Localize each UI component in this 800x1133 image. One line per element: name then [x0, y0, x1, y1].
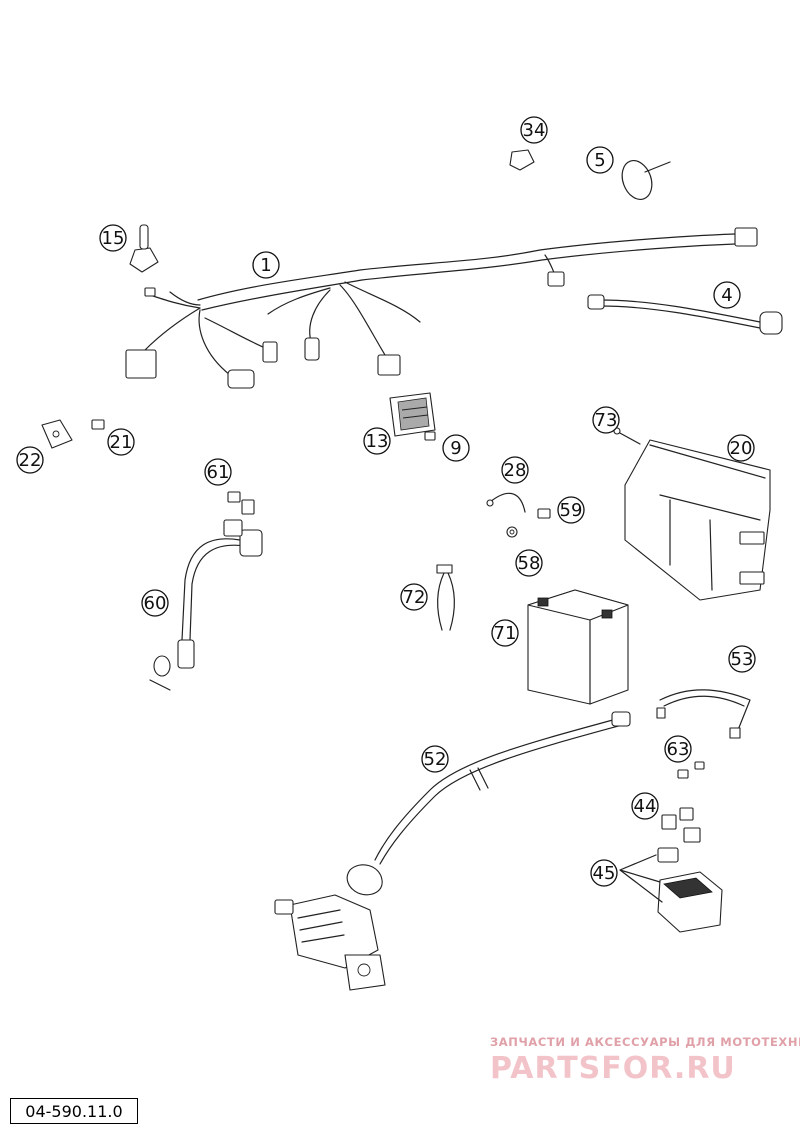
- cable-53-drawing: [656, 689, 751, 739]
- callout-circle: [631, 792, 659, 820]
- callout-circle: [515, 549, 543, 577]
- callout-label: 58: [518, 553, 541, 574]
- callout-label: 15: [102, 228, 125, 249]
- callout-circle: [501, 456, 529, 484]
- watermark-tagline: ЗАПЧАСТИ И АКСЕССУАРЫ ДЛЯ МОТОТЕХНИКИ: [490, 1035, 800, 1049]
- callout-label: 28: [504, 460, 527, 481]
- callout-circle: [491, 619, 519, 647]
- cable-tie-drawing: [621, 160, 671, 200]
- watermark: ЗАПЧАСТИ И АКСЕССУАРЫ ДЛЯ МОТОТЕХНИКИ PA…: [490, 1035, 800, 1086]
- starter-cable-drawing: [346, 711, 631, 896]
- cable-4-drawing: [587, 294, 783, 335]
- callout-circle: [252, 251, 280, 279]
- callout-label: 52: [424, 749, 447, 770]
- nut-drawing: [677, 761, 705, 779]
- callout-label: 1: [260, 255, 271, 276]
- callout-label: 20: [730, 438, 753, 459]
- callout-circle: [727, 434, 755, 462]
- callout-label: 21: [110, 432, 133, 453]
- clip-drawing: [509, 149, 535, 171]
- cable-60-drawing: [149, 491, 263, 691]
- callout-circle: [363, 427, 391, 455]
- wiring-harness-drawing: [125, 227, 758, 389]
- callout-circle: [592, 406, 620, 434]
- callout-circle: [107, 428, 135, 456]
- bracket-drawing: [41, 419, 105, 449]
- callout-label: 63: [667, 739, 690, 760]
- callout-label: 60: [144, 593, 167, 614]
- callout-circle: [713, 281, 741, 309]
- fuse-44-drawing: [661, 807, 701, 843]
- starter-motor-drawing: [274, 894, 386, 991]
- callout-label: 22: [19, 450, 42, 471]
- callout-label: 34: [523, 120, 546, 141]
- callout-circle: [141, 589, 169, 617]
- callout-label: 73: [595, 410, 618, 431]
- callout-circle: [99, 224, 127, 252]
- callout-label: 45: [593, 863, 616, 884]
- switch-drawing: [129, 224, 159, 273]
- callout-circle: [400, 583, 428, 611]
- callout-label: 72: [403, 587, 426, 608]
- callout-circle: [586, 146, 614, 174]
- strap-drawing: [436, 564, 455, 631]
- watermark-logo: PARTSFOR.RU: [490, 1051, 736, 1086]
- callout-circle: [664, 735, 692, 763]
- callout-label: 5: [594, 150, 605, 171]
- callout-circle: [442, 434, 470, 462]
- callout-circle: [557, 496, 585, 524]
- battery-holder-drawing: [613, 427, 771, 601]
- callout-circle: [421, 745, 449, 773]
- callout-label: 44: [634, 796, 657, 817]
- callout-circle: [728, 645, 756, 673]
- callout-circle: [520, 116, 548, 144]
- callout-label: 9: [450, 438, 461, 459]
- callout-label: 53: [731, 649, 754, 670]
- starter-relay-drawing: [619, 847, 723, 933]
- regulator-drawing: [389, 392, 436, 441]
- battery-drawing: [527, 589, 629, 705]
- callout-label: 13: [366, 431, 389, 452]
- callout-label: 4: [721, 285, 732, 306]
- document-code: 04-590.11.0: [10, 1098, 138, 1124]
- callout-circle: [590, 859, 618, 887]
- callout-circle: [204, 458, 232, 486]
- callout-label: 61: [207, 462, 230, 483]
- callout-labels: 34 5 15 1 4 22 21 13 9 73 20 61 28 59 58…: [16, 116, 756, 887]
- callout-circle: [16, 446, 44, 474]
- ground-cable-drawing: [486, 492, 551, 538]
- callout-label: 71: [494, 623, 517, 644]
- callout-label: 59: [560, 500, 583, 521]
